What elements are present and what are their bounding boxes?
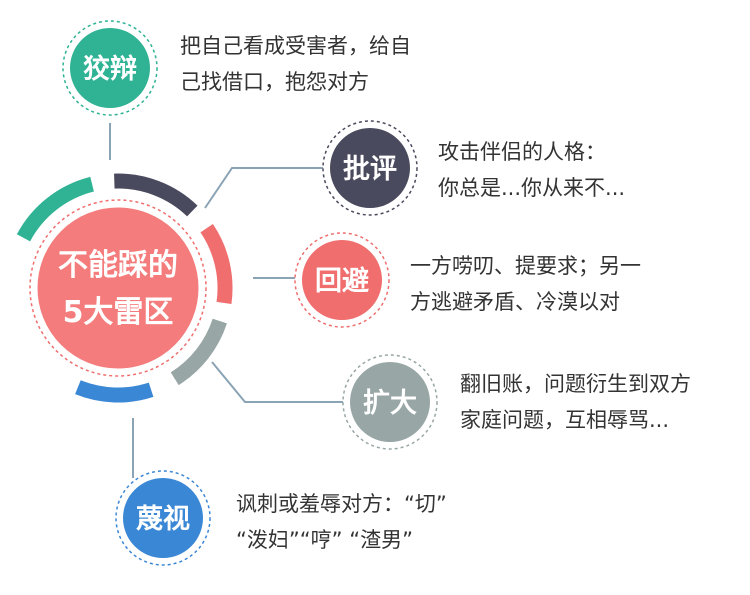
arc-coral: [200, 224, 233, 304]
desc-piping-line2: 你总是...你从来不...: [438, 176, 626, 200]
desc-jiaobian: 把自己看成受害者，给自 己找借口，抱怨对方: [180, 28, 411, 100]
center-title-line2: 5大雷区: [63, 295, 174, 330]
node-kuoda: 扩大: [342, 354, 438, 450]
center-title-line1: 不能踩的: [58, 248, 178, 283]
center-node: 不能踩的 5大雷区: [29, 199, 207, 377]
arc-segments: [16, 173, 233, 403]
connectors: [109, 123, 345, 478]
node-mieshi: 蔑视: [115, 470, 211, 566]
node-label-huibi: 回避: [315, 265, 369, 297]
connector-kuoda: [211, 361, 345, 403]
desc-jiaobian-line1: 把自己看成受害者，给自: [180, 34, 411, 58]
node-huibi: 回避: [294, 232, 390, 328]
desc-jiaobian-line2: 己找借口，抱怨对方: [180, 70, 369, 94]
desc-kuoda-line1: 翻旧账，问题衍生到双方: [460, 372, 691, 396]
desc-huibi-line2: 方逃避矛盾、冷漠以对: [410, 290, 620, 314]
arc-gray: [170, 318, 227, 386]
node-label-kuoda: 扩大: [363, 388, 417, 419]
desc-huibi-line1: 一方唠叨、提要求；另一: [410, 254, 641, 278]
desc-kuoda-line2: 家庭问题，互相辱骂...: [460, 408, 670, 432]
node-label-piping: 批评: [343, 154, 397, 185]
node-label-mieshi: 蔑视: [136, 504, 190, 535]
desc-mieshi-line1: 讽刺或羞辱对方：“切”: [236, 492, 447, 516]
arc-navy: [114, 173, 198, 217]
node-label-jiaobian: 狡辩: [83, 53, 137, 85]
desc-piping-line1: 攻击伴侣的人格：: [438, 140, 606, 164]
desc-mieshi: 讽刺或羞辱对方：“切” “泼妇”“哼” “渣男”: [236, 486, 447, 558]
node-piping: 批评: [322, 120, 418, 216]
node-jiaobian: 狡辩: [62, 20, 158, 116]
desc-huibi: 一方唠叨、提要求；另一 方逃避矛盾、冷漠以对: [410, 248, 641, 320]
arc-teal: [16, 176, 95, 242]
desc-mieshi-line2: “泼妇”“哼” “渣男”: [236, 528, 413, 552]
desc-kuoda: 翻旧账，问题衍生到双方 家庭问题，互相辱骂...: [460, 366, 691, 438]
arc-blue: [75, 380, 154, 403]
connector-piping: [204, 167, 328, 209]
desc-piping: 攻击伴侣的人格： 你总是...你从来不...: [438, 134, 625, 206]
